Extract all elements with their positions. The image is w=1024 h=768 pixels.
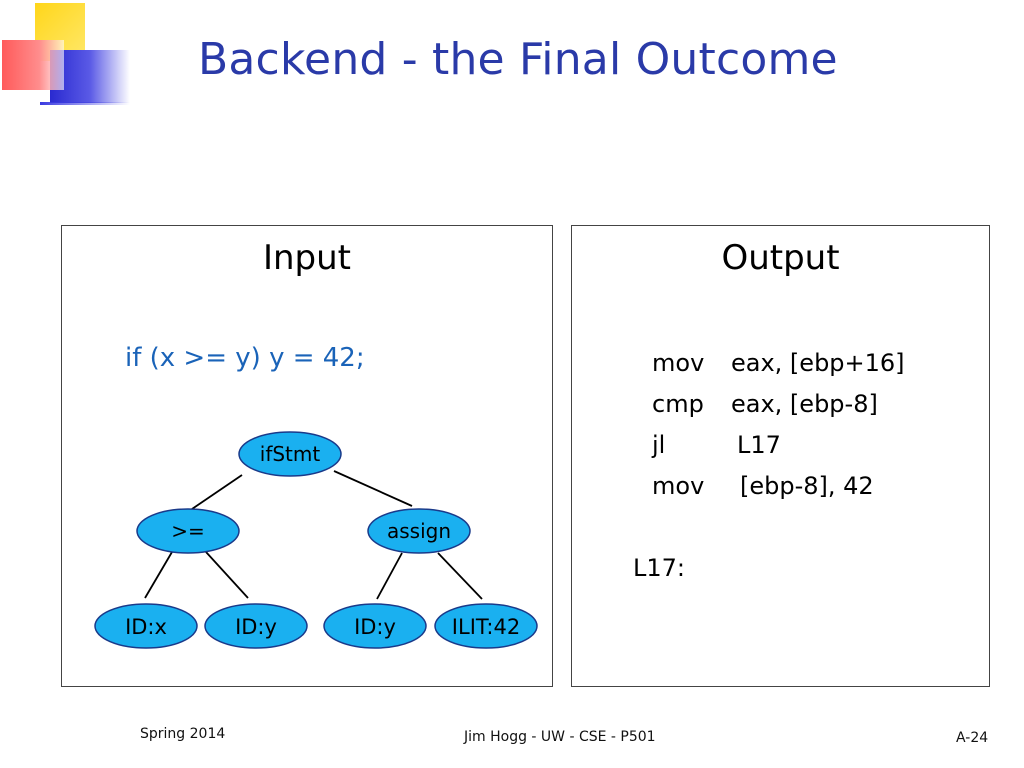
asm-label: L17: bbox=[633, 554, 685, 582]
slide-title: Backend - the Final Outcome bbox=[198, 34, 838, 85]
tree-node-idx: ID:x bbox=[94, 603, 198, 649]
tree-node-assign: assign bbox=[367, 508, 471, 554]
tree-node-idy1: ID:y bbox=[204, 603, 308, 649]
edge-cmp-idx bbox=[144, 551, 173, 599]
asm-op: mov bbox=[652, 349, 705, 377]
tree-node-cmp: >= bbox=[136, 508, 240, 554]
syntax-tree: ifStmt >= assign ID:x ID:y ID:y ILIT:42 bbox=[94, 431, 538, 649]
edge-root-assign bbox=[333, 470, 413, 507]
tree-node-label: ID:y bbox=[354, 615, 396, 639]
tree-node-label: ID:x bbox=[125, 615, 167, 639]
edge-assign-idy2 bbox=[376, 552, 403, 600]
asm-args: eax, [ebp-8] bbox=[731, 390, 878, 418]
source-code: if (x >= y) y = 42; bbox=[125, 343, 365, 373]
asm-args: eax, [ebp+16] bbox=[731, 349, 905, 377]
tree-node-label: assign bbox=[387, 519, 451, 543]
asm-op: mov bbox=[652, 472, 705, 500]
asm-op: jl bbox=[652, 431, 666, 459]
output-panel: Output mov eax, [ebp+16] cmp eax, [ebp-8… bbox=[571, 225, 990, 687]
input-heading: Input bbox=[262, 238, 352, 278]
footer-author: Jim Hogg - UW - CSE - P501 bbox=[464, 729, 656, 745]
tree-node-label: ILIT:42 bbox=[452, 615, 520, 639]
tree-node-label: >= bbox=[171, 519, 205, 543]
footer-date: Spring 2014 bbox=[140, 726, 226, 742]
asm-args: L17 bbox=[737, 431, 781, 459]
edge-cmp-idy1 bbox=[205, 551, 249, 599]
tree-node-label: ID:y bbox=[235, 615, 277, 639]
asm-args: [ebp-8], 42 bbox=[740, 472, 874, 500]
input-panel: Input if (x >= y) y = 42; ifStmt >= assi… bbox=[61, 225, 553, 687]
title-underline bbox=[40, 102, 130, 105]
output-heading: Output bbox=[721, 238, 840, 278]
tree-node-label: ifStmt bbox=[260, 442, 321, 466]
footer-page-number: A-24 bbox=[956, 730, 989, 746]
tree-node-root: ifStmt bbox=[238, 431, 342, 477]
tree-node-lit: ILIT:42 bbox=[434, 603, 538, 649]
tree-node-idy2: ID:y bbox=[323, 603, 427, 649]
asm-op: cmp bbox=[652, 390, 704, 418]
edge-root-cmp bbox=[191, 474, 243, 510]
decor-red-square bbox=[2, 40, 64, 90]
edge-assign-lit bbox=[437, 552, 483, 600]
